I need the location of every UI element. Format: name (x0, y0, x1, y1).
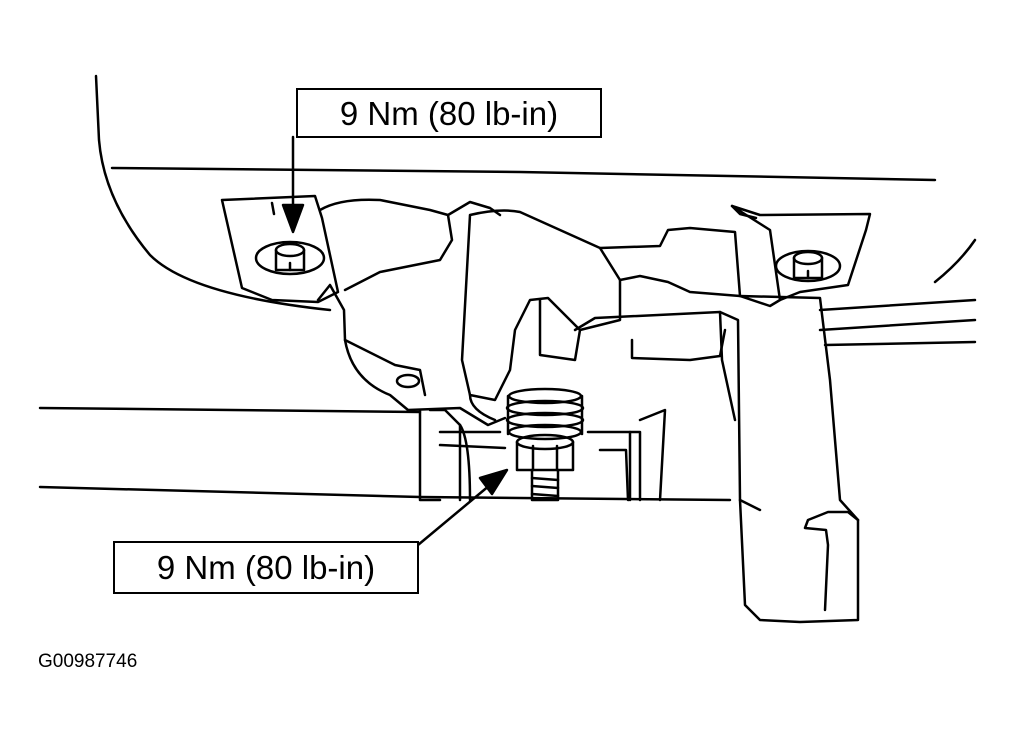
figure-id-label: G00987746 (38, 651, 138, 672)
top-bolt-torque-callout: 9 Nm (80 lb-in) (296, 88, 602, 138)
lower-nut (515, 433, 575, 502)
bottom-nut-torque-label: 9 Nm (80 lb-in) (156, 549, 376, 586)
mount-insulator (460, 209, 782, 422)
left-bracket-flange (220, 194, 340, 304)
hook-arm (573, 294, 860, 624)
bottom-nut-torque-callout: 9 Nm (80 lb-in) (113, 541, 419, 594)
top-bolt-torque-label: 9 Nm (80 lb-in) (339, 94, 559, 132)
lower-cup-housing (418, 408, 667, 502)
right-bracket-flange (730, 204, 872, 302)
left-flange-bolt (254, 240, 326, 276)
threaded-stud (505, 387, 585, 441)
top-torque-arrow-icon (281, 135, 305, 234)
bottom-torque-arrow-icon (416, 468, 509, 547)
right-flange-bolt (774, 249, 842, 283)
center-bracket (316, 198, 507, 427)
vehicle-body-outline (38, 74, 977, 502)
